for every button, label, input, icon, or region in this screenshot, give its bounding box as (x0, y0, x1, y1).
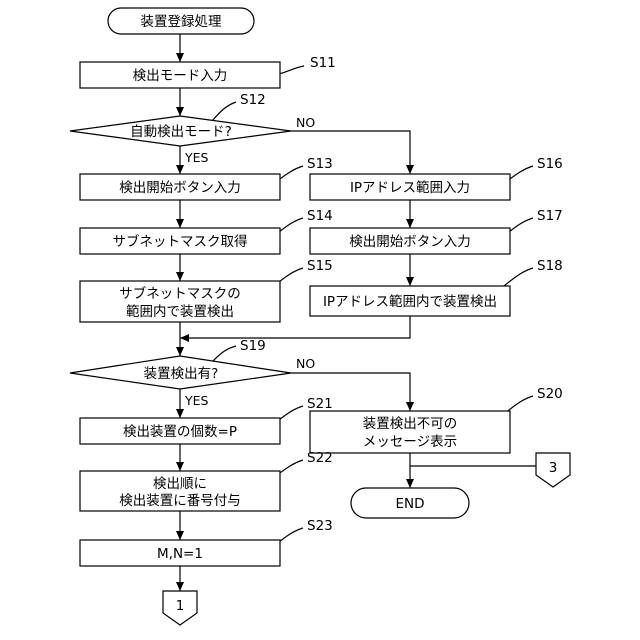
end-terminal: END (351, 488, 469, 518)
step-s22-label: S22 (307, 450, 333, 466)
step-s23-text: M,N=1 (157, 546, 203, 562)
step-s18-label: S18 (537, 258, 563, 274)
step-s21-text: 検出装置の個数=P (123, 424, 237, 440)
step-s16-box: IPアドレス範囲入力 (310, 174, 510, 200)
step-s14-text: サブネットマスク取得 (113, 233, 248, 250)
step-s17-text: 検出開始ボタン入力 (349, 234, 471, 250)
step-s11-label: S11 (310, 55, 336, 71)
step-s15-box: サブネットマスクの 範囲内で装置検出 (80, 281, 280, 322)
step-s19-label: S19 (240, 338, 266, 354)
step-s11-text: 検出モード入力 (133, 68, 228, 84)
step-s11-box: 検出モード入力 (80, 62, 280, 88)
step-s20-box: 装置検出不可の メッセージ表示 (310, 411, 510, 453)
step-s18-text: IPアドレス範囲内で装置検出 (323, 294, 497, 310)
step-s16-text: IPアドレス範囲入力 (350, 180, 470, 196)
connector-3-text: 3 (549, 460, 558, 476)
step-s17-label: S17 (537, 208, 563, 224)
step-s15-text-line2: 範囲内で装置検出 (126, 304, 234, 320)
s19-yes-label: YES (184, 393, 209, 408)
connector-3: 3 (536, 453, 570, 487)
step-s13-label: S13 (307, 156, 333, 172)
step-s13-text: 検出開始ボタン入力 (119, 180, 241, 196)
step-s12-label: S12 (240, 92, 266, 108)
step-s21-box: 検出装置の個数=P (80, 418, 280, 444)
step-s22-text-line2: 検出装置に番号付与 (119, 493, 241, 509)
step-s19-decision: 装置検出有? (70, 356, 291, 389)
start-terminal-text: 装置登録処理 (141, 14, 222, 30)
step-s12-text: 自動検出モード? (130, 124, 232, 140)
step-s16-label: S16 (537, 156, 563, 172)
step-s23-box: M,N=1 (80, 540, 280, 566)
s12-no-label: NO (296, 115, 315, 130)
step-s21-label: S21 (307, 396, 333, 412)
connector-1: 1 (163, 591, 197, 625)
step-s22-text-line1: 検出順に (153, 476, 207, 492)
step-s14-box: サブネットマスク取得 (80, 228, 280, 254)
step-s15-text-line1: サブネットマスクの (119, 285, 241, 302)
step-s20-label: S20 (537, 386, 563, 402)
step-s20-text-line1: 装置検出不可の (363, 416, 458, 432)
step-s18-box: IPアドレス範囲内で装置検出 (310, 286, 510, 316)
step-s13-box: 検出開始ボタン入力 (80, 174, 280, 200)
step-s12-decision: 自動検出モード? (70, 116, 291, 146)
s12-yes-label: YES (184, 150, 209, 165)
s19-no-label: NO (296, 356, 315, 371)
step-s22-box: 検出順に 検出装置に番号付与 (80, 471, 280, 511)
connector-1-text: 1 (176, 598, 185, 614)
step-s17-box: 検出開始ボタン入力 (310, 228, 510, 254)
step-s20-text-line2: メッセージ表示 (363, 434, 457, 450)
step-s23-label: S23 (307, 518, 333, 534)
end-terminal-text: END (395, 496, 424, 512)
start-terminal: 装置登録処理 (108, 8, 254, 34)
step-s15-label: S15 (307, 258, 333, 274)
step-s19-text: 装置検出有? (144, 366, 219, 382)
step-s14-label: S14 (307, 208, 333, 224)
